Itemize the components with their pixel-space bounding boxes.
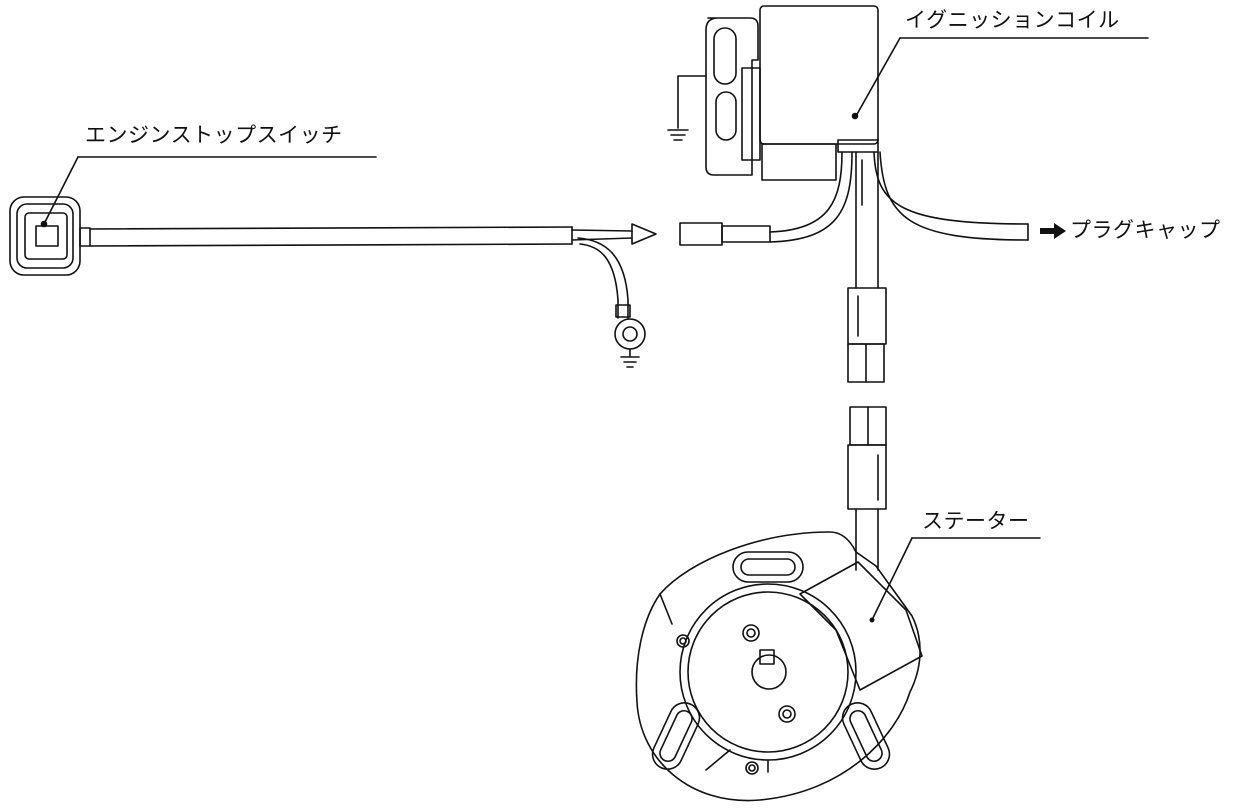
coil-wires xyxy=(679,151,1029,289)
lower-connector xyxy=(847,406,887,571)
right-arrow-icon xyxy=(631,223,657,245)
ignition-coil xyxy=(677,5,879,181)
switch-leader xyxy=(40,156,377,228)
stator-label: ステーター xyxy=(922,509,1030,533)
ring-terminal xyxy=(614,318,646,357)
stator xyxy=(635,531,923,802)
engine-stop-switch-label: エンジンストップスイッチ xyxy=(85,123,343,147)
plug-cap-label: プラグキャップ xyxy=(1070,218,1221,242)
ground-icon xyxy=(620,356,640,368)
stator-leader xyxy=(871,537,1041,621)
switch-cable xyxy=(89,223,657,319)
ground-icon xyxy=(667,129,689,141)
coil-leader xyxy=(855,37,1149,117)
ignition-coil-label: イグニッションコイル xyxy=(905,8,1120,32)
engine-stop-switch xyxy=(9,196,91,276)
upper-connector xyxy=(847,287,887,383)
right-arrow-icon xyxy=(1040,223,1066,239)
